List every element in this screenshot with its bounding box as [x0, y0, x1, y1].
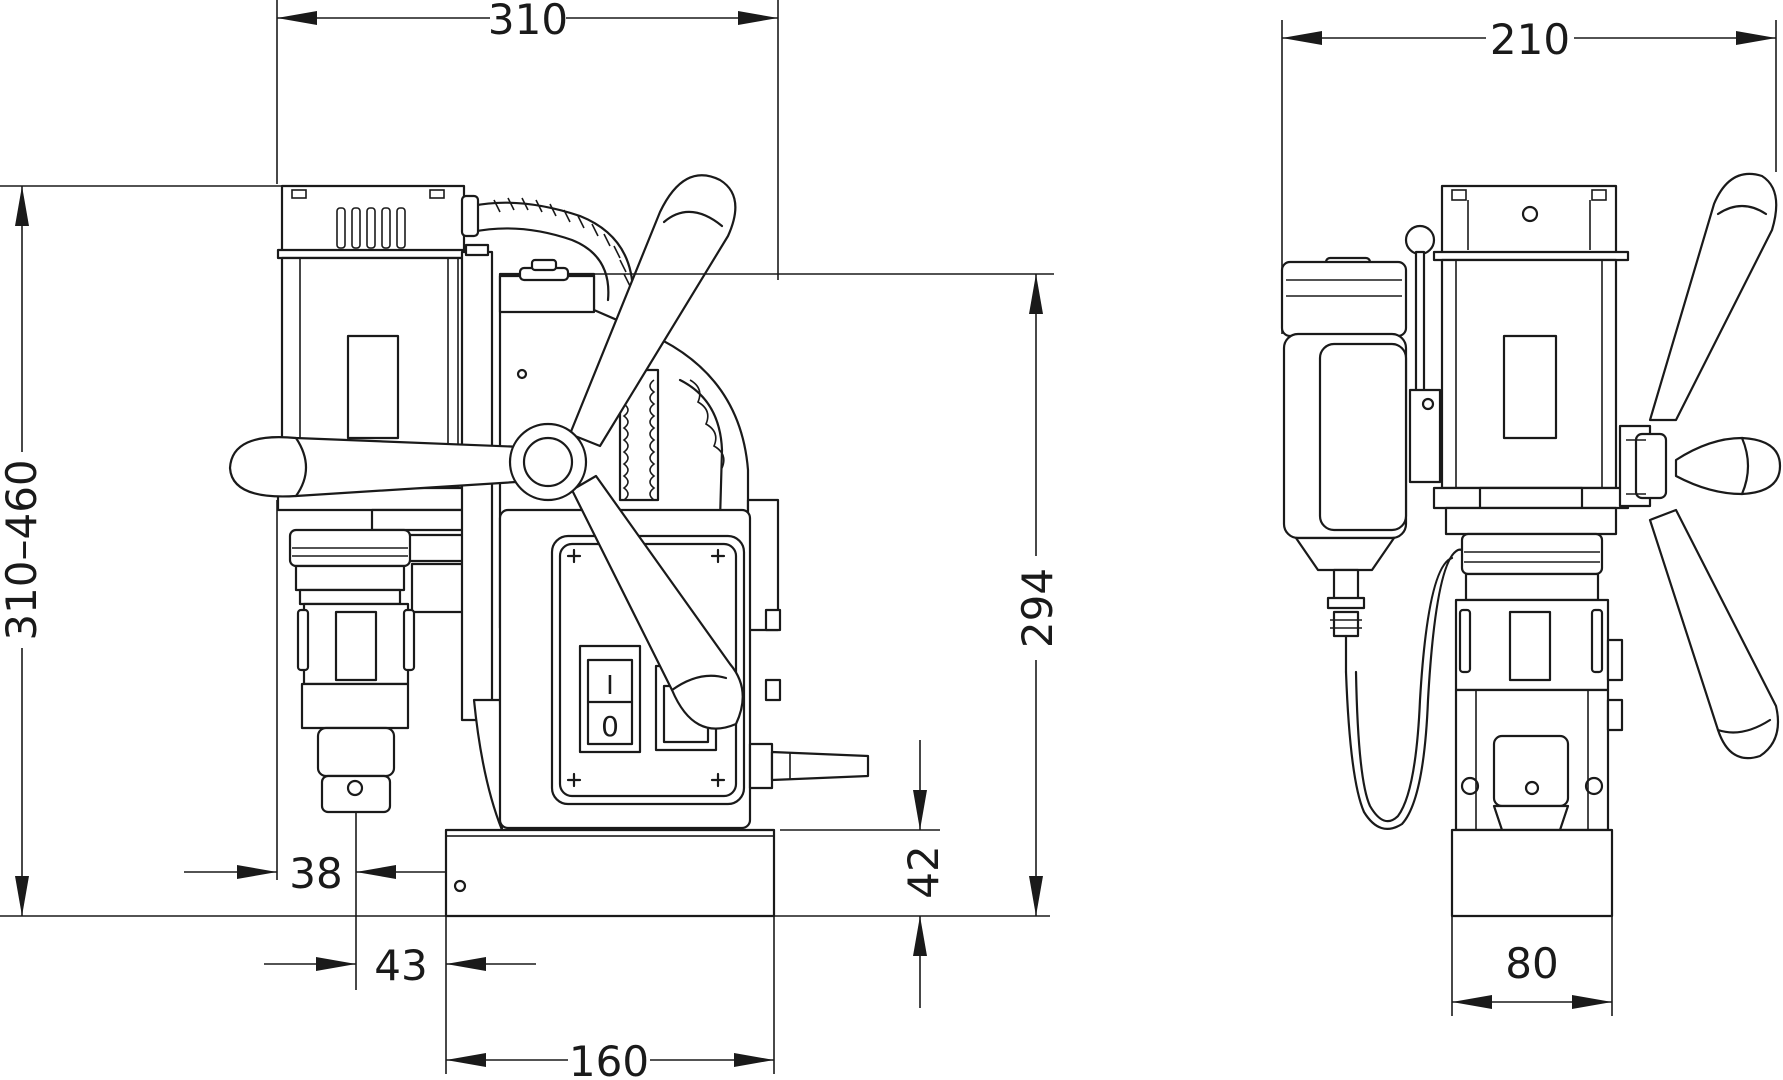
power-switch[interactable]: I 0: [578, 644, 642, 754]
dim-spindle-to-base: 38: [289, 849, 342, 898]
feed-handles[interactable]: [228, 174, 744, 730]
switch-off-label: 0: [601, 710, 619, 743]
front-view: 210 80: [1280, 15, 1782, 1016]
dim-height-range: 310–460: [0, 459, 46, 640]
dim-base-height: 42: [899, 845, 948, 898]
front-coolant-tube: [1344, 548, 1474, 830]
front-magnet-base: [1450, 828, 1614, 918]
side-dimensions: 310 310–460 294 42 38: [0, 0, 1062, 1080]
magnet-base: [444, 828, 776, 918]
dim-overall-width: 310: [488, 0, 568, 44]
dim-base-length: 160: [569, 1037, 649, 1080]
dim-spindle-offset: 43: [374, 941, 427, 990]
front-stop-lever[interactable]: [1404, 224, 1442, 484]
front-feed-handles[interactable]: [1618, 172, 1782, 760]
dim-stroke: 294: [1013, 568, 1062, 648]
switch-on-label: I: [606, 671, 614, 701]
front-chuck: [1454, 532, 1624, 832]
chuck: [288, 528, 416, 814]
dim-front-width: 210: [1490, 15, 1570, 64]
front-body: [1432, 184, 1630, 536]
front-motor: [1280, 256, 1408, 674]
front-dimensions: 210 80: [1281, 15, 1777, 1016]
coolant-hose: [460, 194, 634, 312]
side-view: I 0: [0, 0, 1062, 1080]
dim-front-base-width: 80: [1505, 939, 1558, 988]
